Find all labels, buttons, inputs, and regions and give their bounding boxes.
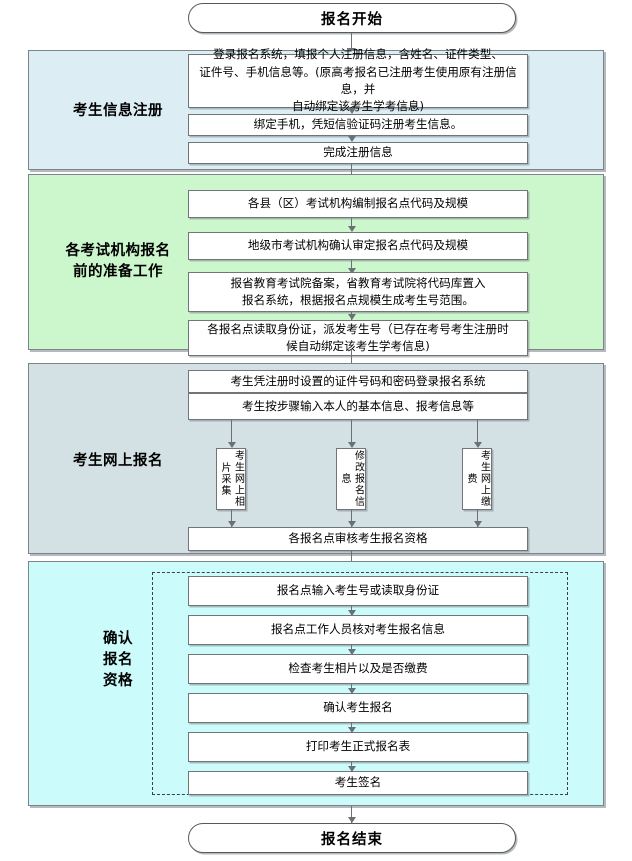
arrowhead-s1-1-2 [348, 108, 356, 114]
connector-fanout-left [231, 420, 232, 446]
step-box-modify-registration-info[interactable]: 修改报名信息 [336, 448, 366, 510]
connector-s2-2-3 [351, 260, 352, 272]
connector-section1-to-section2 [351, 164, 352, 182]
arrowhead-section4-to-end [348, 817, 356, 823]
step-box-check-photo-payment[interactable]: 检查考生相片以及是否缴费 [188, 654, 528, 684]
section-label-online-registration: 考生网上报名 [73, 453, 163, 469]
step-box-register-login[interactable]: 登录报名系统，填报个人注册信息，含姓名、证件类型、 证件号、手机信息等。(原高考… [188, 47, 528, 113]
section-label-candidate-info-registration: 考生信息注册 [73, 103, 163, 119]
arrowhead-s4-2-3 [348, 649, 356, 655]
connector-s2-1-2 [351, 218, 352, 230]
arrowhead-s4-3-4 [348, 688, 356, 694]
step-box-verify-qualification[interactable]: 各报名点审核考生报名资格 [188, 527, 528, 551]
start-terminator: 报名开始 [188, 3, 516, 33]
step-box-city-confirm-code[interactable]: 地级市考试机构确认审定报名点代码及规模 [188, 232, 528, 260]
step-box-enter-basic-info[interactable]: 考生按步骤输入本人的基本信息、报考信息等 [188, 393, 528, 420]
step-box-candidate-signature[interactable]: 考生签名 [188, 771, 528, 795]
arrowhead-s1-2-3 [348, 136, 356, 142]
step-box-staff-verify-info[interactable]: 报名点工作人员核对考生报名信息 [188, 615, 528, 645]
connector-section4-to-end [351, 806, 352, 823]
step-box-county-code-scale[interactable]: 各县（区）考试机构编制报名点代码及规模 [188, 190, 528, 218]
arrowhead-s4-4-5 [348, 727, 356, 733]
arrowhead-fanin-right [474, 521, 482, 527]
section-label-exam-agency-preparation: 各考试机构报名 前的准备工作 [65, 243, 171, 281]
end-terminator: 报名结束 [188, 823, 516, 853]
arrowhead-fanin-left [228, 521, 236, 527]
step-box-province-record[interactable]: 报省教育考试院备案，省教育考试院将代码库置入 报名系统，根据报名点规模生成考生号… [188, 272, 528, 312]
arrowhead-fanout-center [348, 442, 356, 448]
connector-start-to-section1 [351, 33, 352, 50]
arrowhead-fanin-center [348, 521, 356, 527]
connector-fanout-right [477, 420, 478, 446]
arrowhead-s4-1-2 [348, 610, 356, 616]
step-box-read-id-assign-number[interactable]: 各报名点读取身份证，派发考生号（已存在考号考生注册时 候自动绑定该考生学考信息) [188, 320, 528, 356]
arrowhead-s2-1-2 [348, 226, 356, 232]
step-box-input-candidate-number[interactable]: 报名点输入考生号或读取身份证 [188, 576, 528, 606]
connector-fanout-center [351, 420, 352, 446]
arrowhead-s4-5-6 [348, 766, 356, 772]
arrowhead-s2-3-4 [348, 314, 356, 320]
arrowhead-s2-2-3 [348, 268, 356, 274]
step-box-bind-phone[interactable]: 绑定手机，凭短信验证码注册考生信息。 [188, 114, 528, 136]
step-box-complete-registration[interactable]: 完成注册信息 [188, 142, 528, 164]
connector-fanin-left [231, 510, 232, 528]
arrowhead-fanout-left [228, 442, 236, 448]
connector-section2-to-section3 [351, 350, 352, 370]
step-box-photo-collection[interactable]: 考生网上相片采集 [216, 448, 246, 510]
step-box-print-registration-form[interactable]: 打印考生正式报名表 [188, 732, 528, 762]
connector-fanin-right [477, 510, 478, 528]
connector-fanin-center [351, 510, 352, 528]
arrowhead-fanout-right [474, 442, 482, 448]
step-box-confirm-registration[interactable]: 确认考生报名 [188, 693, 528, 723]
step-box-online-payment[interactable]: 考生网上缴费 [462, 448, 492, 510]
step-box-login-with-id-password[interactable]: 考生凭注册时设置的证件号码和密码登录报名系统 [188, 370, 528, 393]
section-label-confirm-qualification: 确认 报名 资格 [103, 631, 133, 690]
